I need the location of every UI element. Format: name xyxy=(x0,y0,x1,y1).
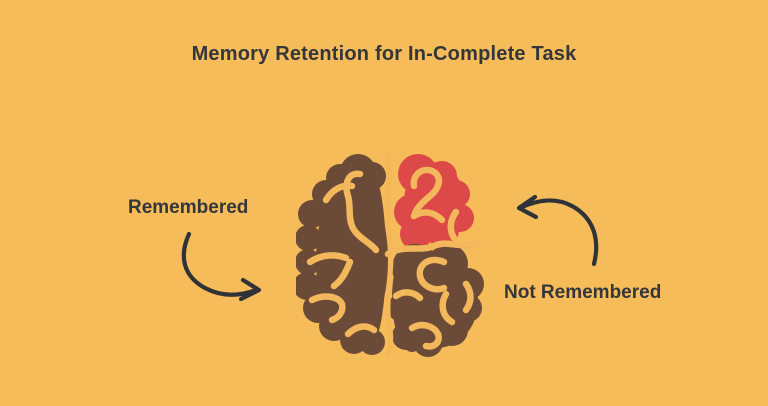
brain-red-sulci xyxy=(410,166,460,242)
arrow-left-head xyxy=(238,277,262,302)
label-not-remembered: Not Remembered xyxy=(504,282,662,303)
brain-illustration xyxy=(296,153,484,357)
page-title: Memory Retention for In-Complete Task xyxy=(191,43,577,65)
arrow-left-shaft xyxy=(181,231,259,297)
label-remembered: Remembered xyxy=(128,197,249,218)
brain-right-sulci xyxy=(392,256,474,350)
arrow-right-shaft xyxy=(519,198,599,267)
brain-red-brown-boundary-groove xyxy=(384,240,482,258)
arrow-right-head xyxy=(516,194,539,220)
brain-midline-groove xyxy=(385,153,394,357)
brain-left-sulci xyxy=(306,170,380,338)
curved-arrow-left-icon xyxy=(181,231,262,302)
curved-arrow-right-icon xyxy=(516,194,599,267)
